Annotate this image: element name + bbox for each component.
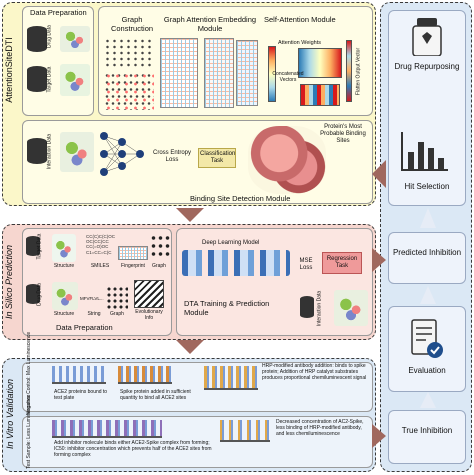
step4-text: Add inhibitor molecule binds either ACE2…	[54, 440, 212, 458]
inhibitor-plate-image	[52, 420, 162, 438]
drug-data-label: Drug Data	[46, 25, 53, 48]
bar-chart-icon	[401, 132, 448, 171]
silico-drug-database-icon	[26, 284, 40, 304]
target-data-label: Target Data	[46, 66, 53, 93]
attentionsitedti-label: AttentionSiteDTI	[4, 37, 14, 103]
mse-loss-label: MSE Loss	[299, 258, 313, 271]
in-silico-label: In Silico Prediction	[4, 244, 14, 320]
step5-text: Decreased concentration of AC2-Spike, le…	[276, 419, 364, 437]
predicted-inhibition-label: Predicted Inhibition	[392, 248, 462, 257]
arrow-predicted-to-drug	[420, 208, 436, 228]
gat-layer-1	[160, 38, 198, 108]
silico-graph-label: Graph	[152, 263, 166, 269]
arrow-to-predicted-inhibition	[372, 248, 386, 272]
attention-weights-heatmap	[298, 48, 342, 78]
spike-plate-image	[118, 366, 172, 384]
smiles-line: OC(CC)CC	[86, 239, 109, 245]
smiles-line: CC(=O)OC	[86, 244, 109, 250]
interaction-complex-image	[60, 132, 94, 172]
classification-task-box: Classification Task	[198, 148, 236, 168]
dta-module-title: DTA Training & Prediction Module	[184, 299, 270, 317]
silico-evolutionary-info-label: Evolutionary Info	[135, 309, 163, 321]
concatenated-vectors-label: Concatenated Vectors	[272, 71, 304, 83]
hit-selection-label: Hit Selection	[404, 182, 450, 191]
in-vitro-label: In Vitro Validation	[5, 378, 15, 450]
drug-molecule-image	[60, 26, 90, 52]
binding-sites-text: Protein's Most Probable Binding Sites	[320, 124, 366, 144]
arrow-evaluation-to-predicted	[420, 286, 436, 304]
arrow-to-true-inhibition	[372, 424, 386, 448]
deep-learning-model-image	[182, 250, 290, 276]
data-preparation-box	[22, 6, 94, 116]
silico-string-label: String	[87, 311, 101, 317]
attention-weights-label: Attention Weights	[278, 40, 322, 46]
drug-graph-image	[104, 38, 154, 68]
concatenated-vectors-image	[268, 46, 276, 102]
target-protein-image	[60, 64, 90, 96]
gat-layer-2	[204, 38, 234, 108]
silico-fingerprint-label: Fingerprint	[121, 263, 145, 269]
deep-learning-model-label: Deep Learning Model	[202, 240, 260, 246]
silico-smiles-label: SMILES	[90, 263, 110, 269]
target-database-icon	[27, 66, 47, 92]
silico-target-data-label: Target Data	[36, 233, 43, 260]
interaction-database-icon	[27, 138, 47, 164]
step2-text: Spike protein added in sufficient quanti…	[120, 389, 191, 401]
interaction-data-label: Interaction Data	[46, 133, 53, 170]
clipboard-check-icon	[411, 319, 443, 358]
silico-evolutionary-matrix	[134, 280, 164, 308]
predicted-inhibition-box	[388, 232, 466, 284]
target-graph-image	[104, 72, 154, 110]
silico-drug-data-label: Drug Data	[36, 283, 43, 306]
step1-text: ACE2 proteins bound to test plate	[54, 389, 108, 401]
silico-smiles-lines: CC(C)C(C)OC OC(CC)CC CC(=O)OC C1=CC=C(C	[86, 234, 126, 255]
smiles-line: C1=CC=C(C	[86, 249, 112, 255]
silico-sequence-text: MFVFLVL...	[80, 296, 104, 301]
true-inhibition-label: True Inhibition	[401, 426, 453, 435]
silico-structure-image	[52, 234, 76, 262]
true-inhibition-box	[388, 410, 466, 464]
decreased-plate-image	[220, 420, 270, 442]
silico-fingerprint-image	[118, 246, 148, 260]
arrow-to-drug-repurposing	[372, 160, 386, 188]
silico-interaction-database-icon	[300, 296, 314, 318]
flatten-output-vector-label: Flatten Output Vector	[355, 47, 362, 96]
silico-data-preparation-title: Data Preparation	[56, 323, 113, 332]
ace2-plate-image	[52, 366, 106, 384]
cross-entropy-loss-label: Cross Entropy Loss	[152, 150, 191, 163]
protein-binding-site-image	[248, 126, 326, 194]
gat-module-title: Graph Attention Embedding Module	[163, 15, 257, 33]
flatten-vector-image	[346, 40, 352, 102]
graph-construction-title: Graph Construction	[110, 15, 154, 33]
smiles-line: CC(C)C(C)OC	[86, 234, 115, 239]
binding-site-module-title: Binding Site Detection Module	[190, 194, 291, 203]
silico-structure-label: Structure	[53, 263, 75, 269]
silico-graph-image	[150, 234, 170, 260]
regression-task-box: Regression Task	[322, 252, 362, 274]
silico-target-database-icon	[26, 236, 40, 256]
gat-layer-3	[236, 40, 258, 106]
arrow-true-to-evaluation	[420, 392, 436, 408]
self-attention-output-image	[300, 84, 340, 106]
silico-protein-image	[52, 282, 78, 310]
silico-protein-graph-image	[106, 286, 128, 310]
step3-text: HRP-modified antibody addition: binds to…	[262, 363, 367, 381]
pill-bottle-icon	[412, 18, 442, 56]
data-preparation-title: Data Preparation	[30, 8, 87, 17]
silico-protein-graph-label: Graph	[110, 311, 124, 317]
hrp-plate-image	[204, 366, 258, 390]
silico-protein-structure-label: Structure	[53, 311, 75, 317]
drug-database-icon	[27, 26, 47, 52]
silico-interaction-data-label: Interaction Data	[316, 290, 323, 327]
drug-repurposing-label: Drug Repurposing	[394, 62, 460, 71]
silico-interaction-image	[334, 290, 368, 326]
evaluation-label: Evaluation	[408, 366, 446, 375]
self-attention-title: Self-Attention Module	[264, 15, 336, 24]
arrow-top-to-middle	[176, 208, 204, 222]
test-sample-label: Test Sample: Less Luminescence	[26, 394, 32, 469]
arrow-middle-to-bottom	[176, 340, 204, 354]
neural-network-image	[100, 132, 144, 176]
